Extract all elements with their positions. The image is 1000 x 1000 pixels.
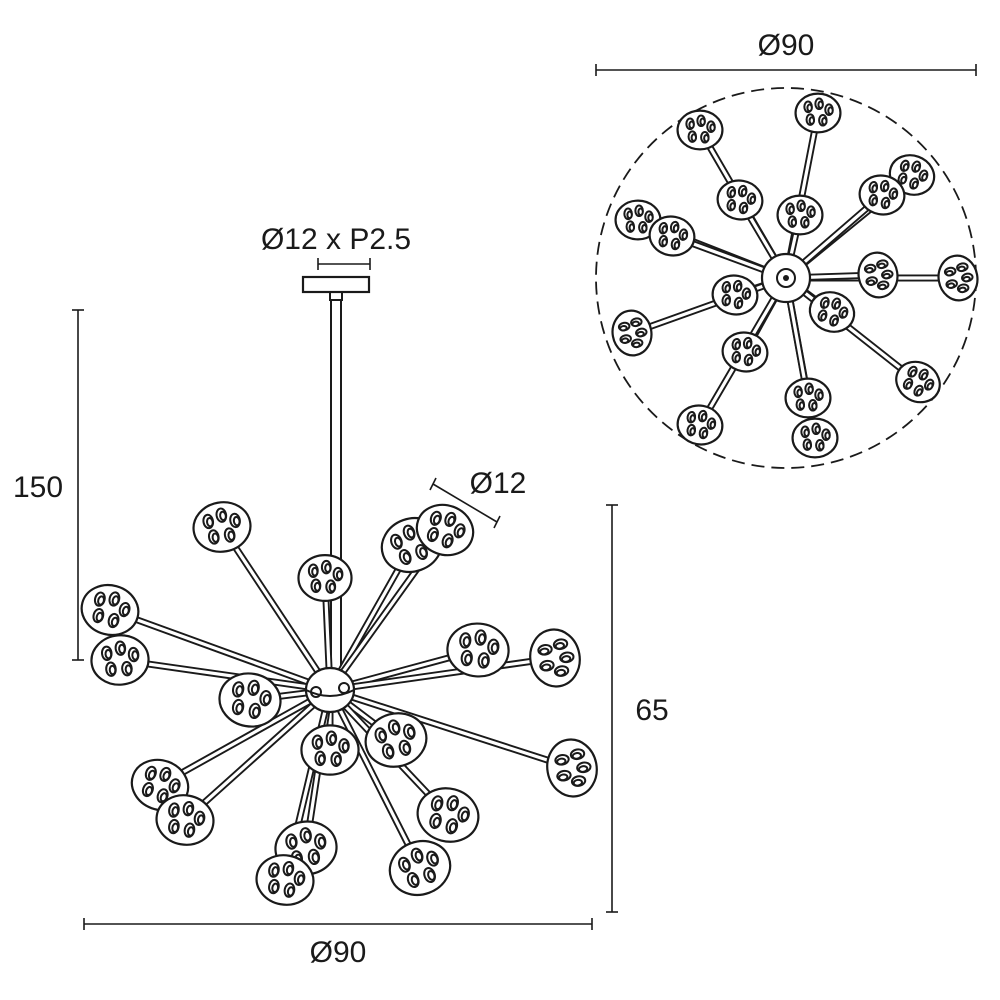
dimension-body-height: 65 xyxy=(606,504,669,913)
top-globe-14 xyxy=(721,331,769,373)
drop-height-label: 150 xyxy=(13,471,63,504)
side-globe-13 xyxy=(155,794,215,846)
central-hub xyxy=(304,666,356,714)
side-globe-15 xyxy=(416,787,480,843)
side-globe-7 xyxy=(415,503,475,557)
side-globe-14 xyxy=(300,724,360,776)
top-globe-15 xyxy=(895,360,941,404)
top-hub xyxy=(760,252,812,304)
top-globe-8 xyxy=(648,215,696,257)
top-globe-18 xyxy=(791,417,839,459)
top-globe-13 xyxy=(611,309,653,357)
canopy-thread-label: Ø12 x P2.5 xyxy=(261,223,411,256)
side-globe-5 xyxy=(297,554,353,602)
globe-diameter-label: Ø12 xyxy=(470,467,527,500)
side-globes xyxy=(80,501,598,906)
side-globe-9 xyxy=(529,628,581,688)
side-globe-10 xyxy=(364,712,428,768)
side-globe-11 xyxy=(546,738,598,798)
dimension-side-width: Ø90 xyxy=(83,918,593,969)
top-width-label: Ø90 xyxy=(758,29,815,62)
top-globe-12 xyxy=(808,291,856,333)
top-globe-5 xyxy=(716,179,764,221)
side-globe-8 xyxy=(446,622,510,678)
top-globe-2 xyxy=(794,92,842,134)
side-arm-3 xyxy=(116,656,334,694)
side-globe-1 xyxy=(192,501,252,553)
side-globe-2 xyxy=(80,583,140,637)
top-globe-16 xyxy=(784,377,832,419)
side-arm-12 xyxy=(156,686,334,789)
top-globe-4 xyxy=(858,174,906,216)
side-arm-2 xyxy=(106,606,334,694)
top-globe-6 xyxy=(776,194,824,236)
top-globe-17 xyxy=(676,404,724,446)
top-globe-9 xyxy=(937,254,979,302)
side-width-label: Ø90 xyxy=(310,936,367,969)
dimension-globe-diameter: Ø12 xyxy=(429,467,527,529)
top-globe-11 xyxy=(711,274,759,316)
side-globe-4 xyxy=(218,672,282,728)
top-arm-15 xyxy=(782,274,922,386)
top-arm-13 xyxy=(628,274,790,337)
side-arm-11 xyxy=(326,686,576,772)
ceiling-canopy xyxy=(301,275,371,294)
top-globe-7 xyxy=(614,199,662,241)
canopy-nut xyxy=(329,291,343,301)
side-globe-3 xyxy=(90,634,150,686)
dimension-top-width: Ø90 xyxy=(595,29,977,76)
top-globe-1 xyxy=(676,109,724,151)
side-arm-18 xyxy=(326,686,424,872)
top-globe-10 xyxy=(857,251,899,299)
dimension-canopy-thread: Ø12 x P2.5 xyxy=(261,223,411,270)
side-arm-13 xyxy=(181,686,334,824)
side-globe-18 xyxy=(388,839,452,897)
side-view: Ø12 x P2.5 150 Ø12 65 Ø90 xyxy=(13,223,669,969)
side-arm-9 xyxy=(326,654,559,694)
body-height-label: 65 xyxy=(635,694,668,727)
side-arm-1 xyxy=(218,523,334,694)
top-globes xyxy=(611,92,979,459)
dimension-drop-height: 150 xyxy=(13,309,84,661)
suspension-rod xyxy=(330,299,342,673)
top-view: Ø90 xyxy=(595,29,979,469)
side-globe-17 xyxy=(255,854,315,906)
